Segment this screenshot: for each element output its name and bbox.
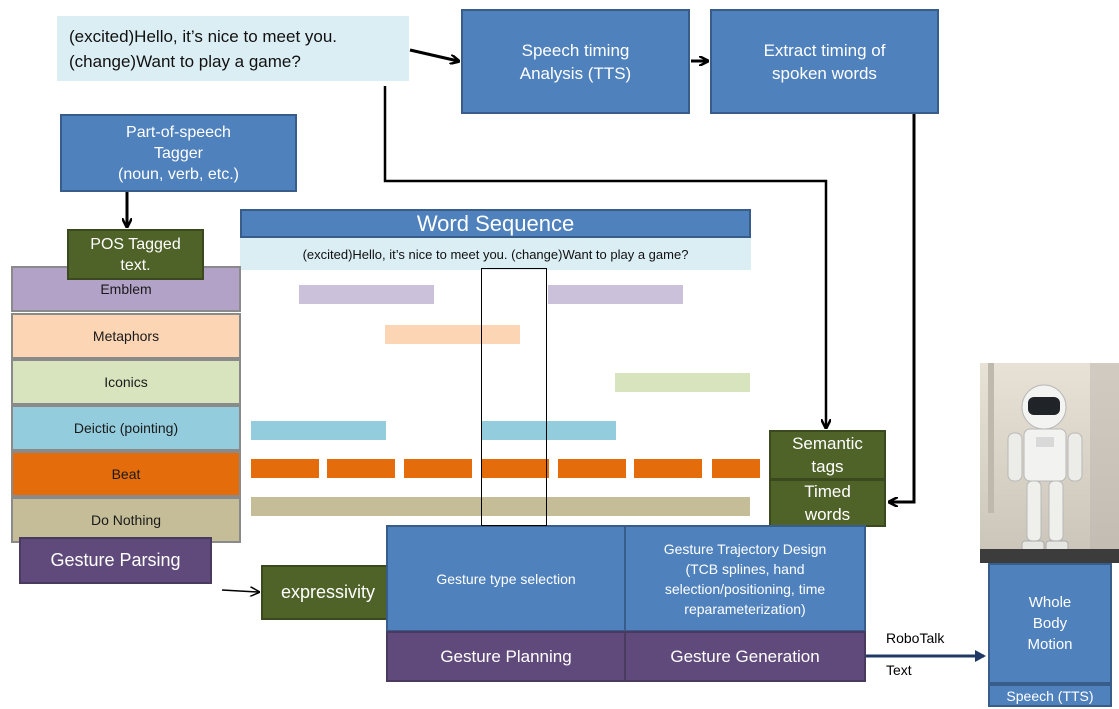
beat-bar bbox=[404, 459, 472, 478]
gesture-planning-box: Gesture Planning bbox=[386, 631, 626, 682]
gesture-category-do-nothing: Do Nothing bbox=[11, 497, 241, 543]
do-nothing-bar bbox=[251, 497, 750, 516]
whole-body-motion-box: Whole Body Motion bbox=[988, 563, 1112, 684]
beat-bar bbox=[712, 459, 760, 478]
arrow-extract-to-timed-words bbox=[890, 114, 916, 502]
gesture-category-iconics: Iconics bbox=[11, 359, 241, 405]
gesture-parsing-box: Gesture Parsing bbox=[19, 537, 212, 584]
extract-timing-box: Extract timing of spoken words bbox=[710, 9, 939, 114]
robot-figure bbox=[980, 363, 1119, 563]
pos-tagger-box: Part-of-speech Tagger (noun, verb, etc.) bbox=[60, 114, 297, 192]
beat-bar bbox=[327, 459, 395, 478]
arrow-to-expressivity bbox=[221, 590, 258, 592]
word-sequence-title: Word Sequence bbox=[240, 209, 751, 238]
beat-bar bbox=[481, 459, 549, 478]
expressivity-box: expressivity bbox=[261, 565, 395, 620]
emblem-bar bbox=[299, 285, 434, 304]
gesture-type-selection-box: Gesture type selection bbox=[386, 525, 626, 632]
deictic-bar bbox=[251, 421, 386, 440]
speech-tts-box: Speech (TTS) bbox=[988, 684, 1112, 707]
gesture-category-metaphors: Metaphors bbox=[11, 313, 241, 359]
robot-photo bbox=[980, 363, 1119, 563]
speech-timing-box: Speech timing Analysis (TTS) bbox=[461, 9, 690, 114]
input-text-box: (excited)Hello, it’s nice to meet you. (… bbox=[57, 16, 409, 81]
input-line-2: (change)Want to play a game? bbox=[69, 51, 301, 71]
semantic-tags-box: Semantic tags bbox=[769, 430, 886, 480]
time-window-highlight bbox=[481, 268, 547, 526]
timed-words-box: Timed words bbox=[769, 479, 886, 527]
arrow-input-to-tts bbox=[409, 48, 458, 61]
word-sequence-text: (excited)Hello, it’s nice to meet you. (… bbox=[240, 238, 751, 270]
gesture-generation-box: Gesture Generation bbox=[624, 631, 866, 682]
gesture-category-beat: Beat bbox=[11, 451, 241, 497]
emblem-bar bbox=[548, 285, 683, 304]
text-label: Text bbox=[886, 662, 912, 678]
iconics-bar bbox=[615, 373, 750, 392]
beat-bar bbox=[634, 459, 702, 478]
beat-bar bbox=[251, 459, 319, 478]
input-line-1: (excited)Hello, it’s nice to meet you. bbox=[69, 26, 338, 46]
trajectory-design-box: Gesture Trajectory Design (TCB splines, … bbox=[624, 525, 866, 632]
pos-tagged-box: POS Tagged text. bbox=[67, 229, 204, 280]
gesture-category-deictic-pointing: Deictic (pointing) bbox=[11, 405, 241, 451]
beat-bar bbox=[558, 459, 626, 478]
robotalk-label: RoboTalk bbox=[886, 630, 945, 646]
